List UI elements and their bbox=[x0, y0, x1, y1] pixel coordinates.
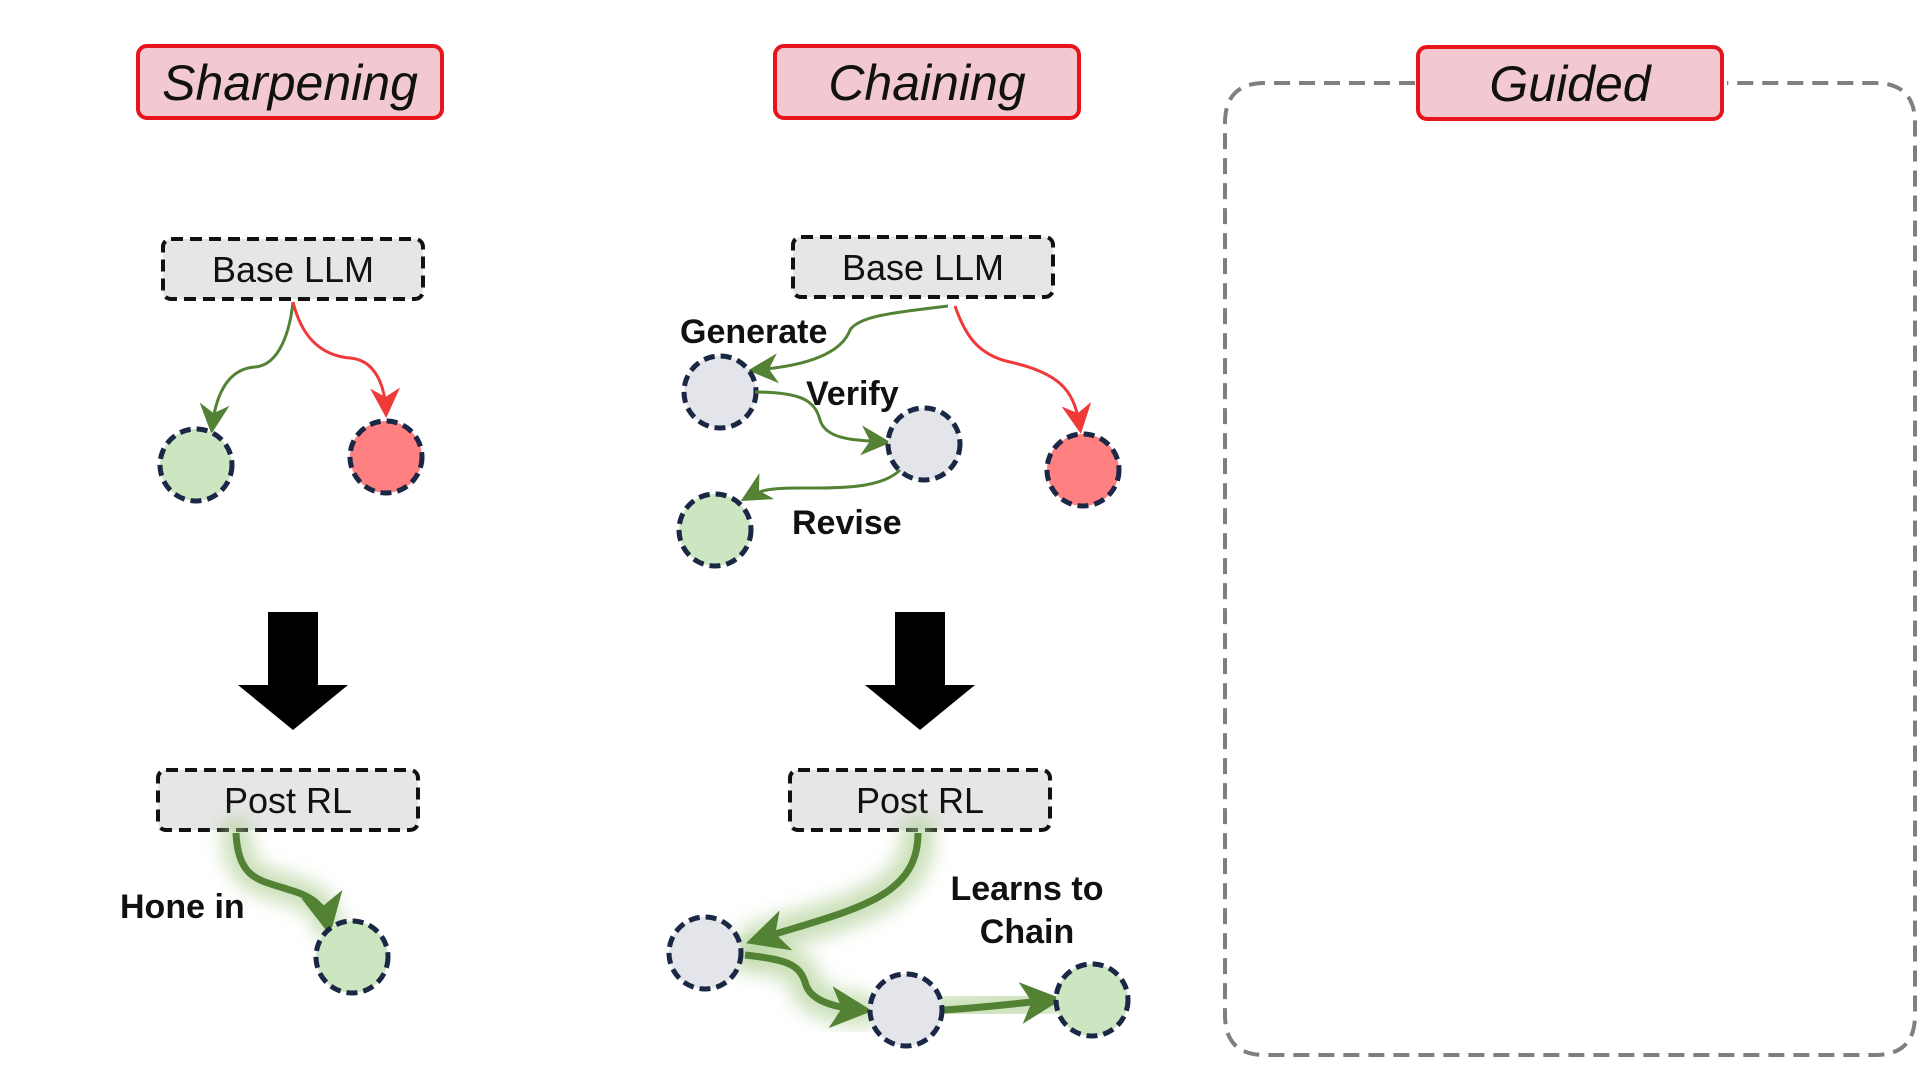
chaining-learned-arrow-1 bbox=[745, 832, 922, 951]
sharpening-down-arrow bbox=[238, 612, 348, 730]
chaining-learns-to-label: Learns to bbox=[950, 870, 1103, 908]
chaining-post-gray-node-1 bbox=[666, 914, 744, 992]
sharpening-glow bbox=[221, 818, 343, 940]
chaining-title: Chaining bbox=[828, 55, 1026, 111]
guided-dashed-frame bbox=[1223, 81, 1917, 1057]
chaining-learned-arrow-2 bbox=[744, 951, 873, 1029]
sharpening-hone-in-label: Hone in bbox=[120, 888, 245, 926]
chaining-red-arrow bbox=[953, 305, 1092, 434]
sharpening-red-node bbox=[347, 418, 425, 496]
chaining-generate-node bbox=[681, 353, 759, 431]
chaining-base-llm-label: Base LLM bbox=[842, 247, 1004, 288]
chaining-chain-label: Chain bbox=[980, 913, 1074, 951]
chaining-verify-node bbox=[885, 405, 963, 483]
chaining-learned-arrow-3 bbox=[942, 982, 1063, 1024]
guided-title-box bbox=[1416, 45, 1724, 121]
chaining-post-green-node bbox=[1053, 961, 1131, 1039]
sharpening-post-rl-label: Post RL bbox=[224, 780, 352, 821]
guided-title: Guided bbox=[1489, 56, 1652, 112]
chaining-red-node bbox=[1044, 431, 1122, 509]
chaining-panel: Chaining Base LLM Generate Verify Revise… bbox=[666, 44, 1131, 1049]
chaining-generate-arrow bbox=[748, 304, 949, 384]
guided-panel: Guided bbox=[1223, 45, 1917, 1057]
chaining-title-box bbox=[773, 44, 1081, 120]
chaining-revise-arrow bbox=[740, 468, 902, 501]
sharpening-base-llm-label: Base LLM bbox=[212, 249, 374, 290]
chaining-down-arrow bbox=[865, 612, 975, 730]
chaining-post-gray-node-2 bbox=[867, 971, 945, 1049]
sharpening-red-arrow bbox=[291, 301, 401, 418]
sharpening-title: Sharpening bbox=[162, 55, 418, 111]
chaining-post-rl-box bbox=[788, 768, 1052, 832]
chaining-verify-label: Verify bbox=[806, 375, 899, 413]
chaining-generate-label: Generate bbox=[680, 313, 827, 351]
sharpening-green-arrow bbox=[199, 301, 295, 434]
chaining-post-rl-label: Post RL bbox=[856, 780, 984, 821]
sharpening-base-llm-box bbox=[161, 237, 425, 301]
sharpening-panel: Sharpening Base LLM Post RL Hone in bbox=[120, 44, 444, 996]
chaining-revise-node bbox=[676, 491, 754, 569]
chaining-base-llm-box bbox=[791, 235, 1055, 299]
sharpening-final-green-node bbox=[313, 918, 391, 996]
chaining-verify-arrow bbox=[754, 390, 891, 456]
chaining-revise-label: Revise bbox=[792, 504, 902, 542]
sharpening-green-node bbox=[157, 426, 235, 504]
sharpening-hone-arrow bbox=[232, 832, 343, 936]
sharpening-title-box bbox=[136, 44, 444, 120]
sharpening-post-rl-box bbox=[156, 768, 420, 832]
